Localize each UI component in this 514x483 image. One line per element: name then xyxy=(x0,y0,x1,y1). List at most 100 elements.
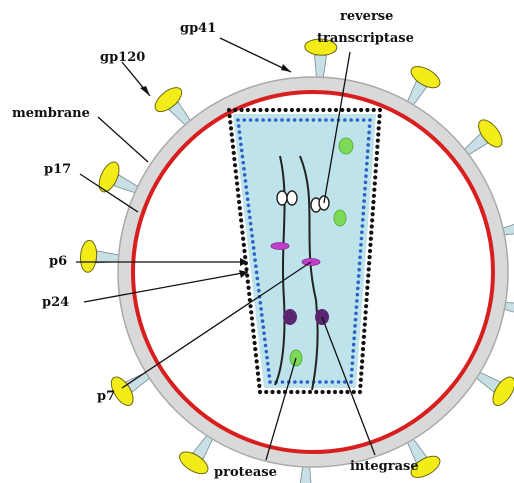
capsid-inner-dot xyxy=(237,124,241,128)
capsid-inner-dot xyxy=(299,380,303,384)
pointer-membrane xyxy=(98,117,148,162)
envelope-spike xyxy=(79,240,122,273)
capsid-outer-dot xyxy=(359,378,363,382)
capsid-outer-dot xyxy=(250,322,254,326)
reverse-transcriptase-left-b xyxy=(287,191,297,205)
capsid-outer-dot xyxy=(247,292,251,296)
capsid-outer-dot xyxy=(370,224,374,228)
arrowhead-gp120 xyxy=(140,86,150,96)
capsid-inner-dot xyxy=(265,356,269,360)
capsid-inner-dot xyxy=(241,161,245,165)
capsid-inner-dot xyxy=(249,222,253,226)
capsid-outer-dot xyxy=(302,390,306,394)
label-gp41: gp41 xyxy=(180,21,216,36)
capsid-outer-dot xyxy=(315,108,319,112)
capsid-inner-dot xyxy=(255,118,259,122)
capsid-inner-dot xyxy=(255,271,259,275)
capsid-inner-dot xyxy=(249,118,253,122)
capsid-outer-dot xyxy=(376,139,380,143)
capsid-inner-dot xyxy=(359,249,363,253)
capsid-outer-dot xyxy=(242,243,246,247)
pointer-gp41 xyxy=(220,38,291,72)
capsid-inner-dot xyxy=(368,124,372,128)
green-particle-top xyxy=(339,138,353,154)
capsid-outer-dot xyxy=(238,212,242,216)
capsid-outer-dot xyxy=(258,108,262,112)
capsid-inner-dot xyxy=(238,136,242,140)
capsid-inner-dot xyxy=(324,380,328,384)
capsid-outer-dot xyxy=(371,212,375,216)
capsid-outer-dot xyxy=(345,390,349,394)
capsid-outer-dot xyxy=(372,194,376,198)
capsid-outer-dot xyxy=(252,335,256,339)
capsid-inner-dot xyxy=(331,380,335,384)
envelope-spike xyxy=(95,159,141,195)
capsid-inner-dot xyxy=(351,355,355,359)
capsid-inner-dot xyxy=(363,187,367,191)
capsid-outer-dot xyxy=(240,231,244,235)
capsid-outer-dot xyxy=(295,390,299,394)
capsid-inner-dot xyxy=(253,252,257,256)
label-protease: protease xyxy=(214,465,277,480)
capsid-inner-dot xyxy=(247,204,251,208)
capsid-inner-dot xyxy=(352,343,356,347)
spike-head-gp120 xyxy=(79,240,97,273)
capsid-outer-dot xyxy=(371,200,375,204)
capsid-outer-dot xyxy=(234,169,238,173)
capsid-outer-dot xyxy=(374,169,378,173)
capsid-inner-dot xyxy=(352,337,356,341)
capsid-outer-dot xyxy=(367,261,371,265)
capsid-outer-dot xyxy=(320,390,324,394)
capsid-inner-dot xyxy=(268,118,272,122)
capsid-outer-dot xyxy=(368,249,372,253)
capsid-outer-dot xyxy=(372,108,376,112)
capsid-inner-dot xyxy=(267,368,271,372)
capsid-inner-dot xyxy=(251,240,255,244)
capsid-outer-dot xyxy=(334,108,338,112)
capsid-inner-dot xyxy=(355,299,359,303)
capsid-outer-dot xyxy=(232,157,236,161)
capsid-outer-dot xyxy=(353,108,357,112)
capsid-inner-dot xyxy=(264,350,268,354)
label-p6: p6 xyxy=(49,254,67,269)
capsid-inner-dot xyxy=(343,118,347,122)
capsid-outer-dot xyxy=(339,390,343,394)
capsid-outer-dot xyxy=(257,378,261,382)
capsid-outer-dot xyxy=(314,390,318,394)
label-membrane: membrane xyxy=(12,106,90,121)
capsid-inner-dot xyxy=(364,181,368,185)
capsid-inner-dot xyxy=(274,118,278,122)
capsid-outer-dot xyxy=(363,322,367,326)
capsid-outer-dot xyxy=(264,390,268,394)
capsid-inner-dot xyxy=(354,318,358,322)
capsid-outer-dot xyxy=(233,108,237,112)
capsid-inner-dot xyxy=(362,199,366,203)
capsid-outer-dot xyxy=(377,120,381,124)
capsid-outer-dot xyxy=(234,175,238,179)
capsid-inner-dot xyxy=(299,118,303,122)
green-particle-mid xyxy=(334,210,346,226)
capsid-inner-dot xyxy=(356,280,360,284)
capsid-outer-dot xyxy=(362,335,366,339)
capsid-outer-dot xyxy=(277,108,281,112)
capsid-inner-dot xyxy=(266,362,270,366)
capsid-outer-dot xyxy=(361,347,365,351)
capsid-inner-dot xyxy=(254,264,258,268)
capsid-outer-dot xyxy=(363,316,367,320)
capsid-outer-dot xyxy=(296,108,300,112)
capsid-outer-dot xyxy=(375,151,379,155)
capsid-inner-dot xyxy=(257,289,261,293)
capsid-inner-dot xyxy=(367,131,371,135)
capsid-inner-dot xyxy=(236,118,240,122)
capsid-outer-dot xyxy=(376,132,380,136)
capsid-inner-dot xyxy=(262,325,266,329)
integrase-left xyxy=(283,309,297,325)
capsid-inner-dot xyxy=(358,262,362,266)
capsid-outer-dot xyxy=(243,255,247,259)
capsid-inner-dot xyxy=(367,137,371,141)
capsid-outer-dot xyxy=(289,390,293,394)
capsid-outer-dot xyxy=(237,200,241,204)
capsid-inner-dot xyxy=(293,118,297,122)
capsid-inner-dot xyxy=(293,380,297,384)
